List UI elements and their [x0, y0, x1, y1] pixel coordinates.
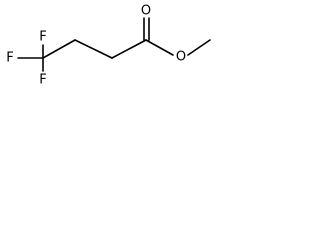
bond-c3-c2	[74, 39, 113, 59]
bond-c4-c3	[42, 39, 76, 59]
bond-ester-oxygen-methyl	[187, 39, 211, 56]
atom-fluorine-top: F	[39, 30, 46, 45]
bond-c2-c1	[111, 39, 147, 59]
atom-fluorine-left: F	[6, 51, 13, 66]
atom-ester-oxygen: O	[176, 50, 186, 65]
methyl-trifluorobutanoate-structure: F F F O O	[6, 4, 211, 88]
bonds	[17, 17, 211, 72]
atom-labels: F F F O O	[6, 4, 186, 88]
atom-fluorine-bottom: F	[39, 73, 46, 88]
bond-c1-ester-oxygen	[145, 39, 174, 56]
atom-carbonyl-oxygen: O	[141, 4, 151, 19]
